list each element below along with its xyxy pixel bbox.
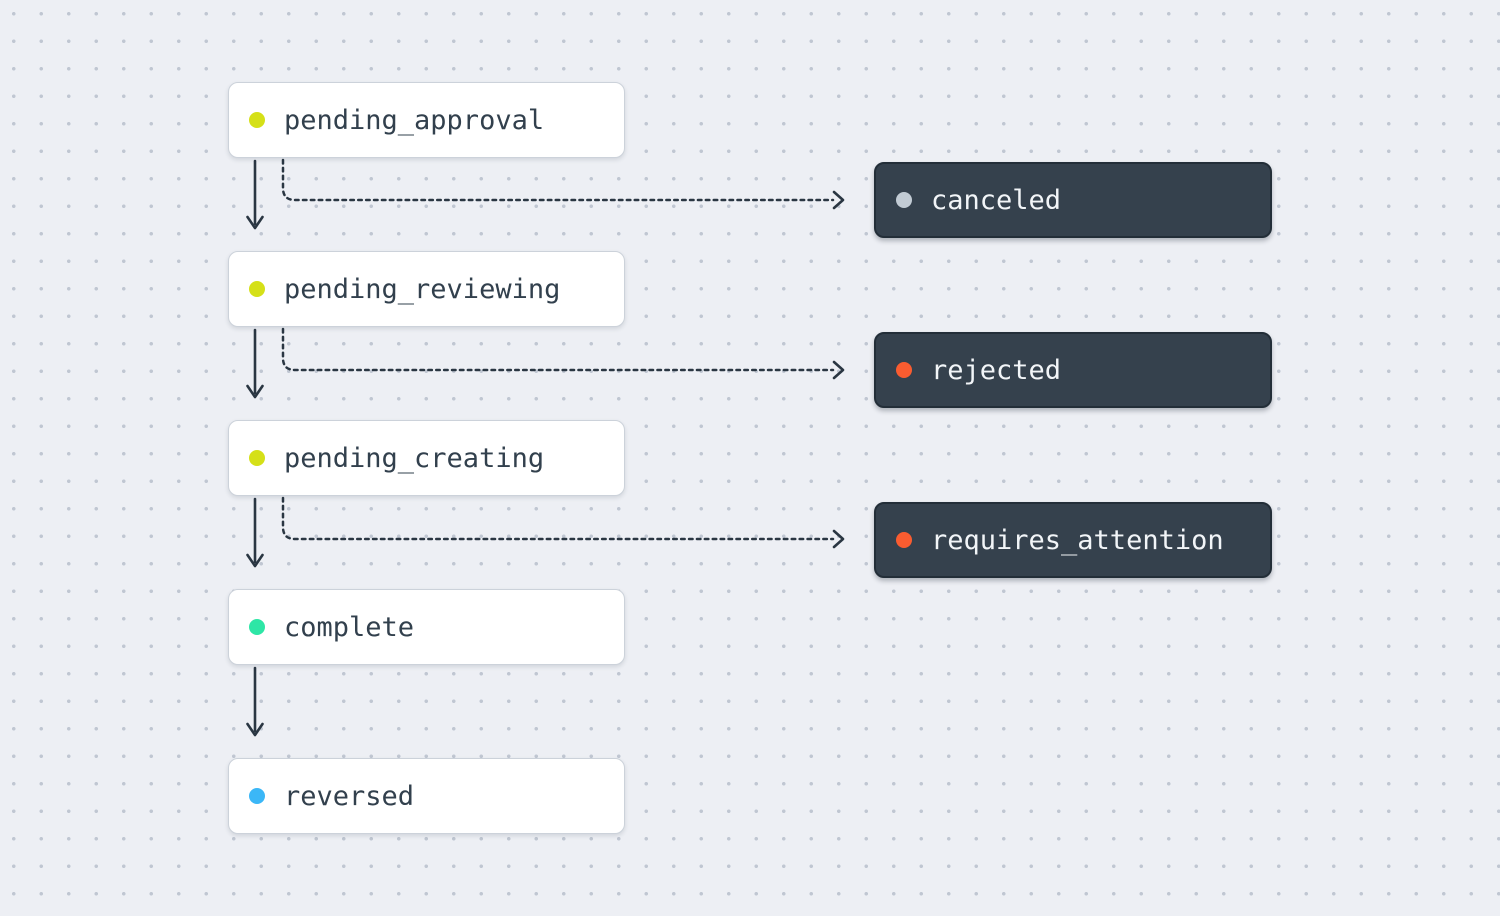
status-dot-icon (896, 362, 912, 378)
status-dot-icon (896, 192, 912, 208)
state-node-pending-creating[interactable]: pending_creating (228, 420, 625, 496)
state-label: reversed (284, 780, 415, 812)
status-dot-icon (249, 112, 265, 128)
state-node-complete[interactable]: complete (228, 589, 625, 665)
state-label: requires_attention (931, 524, 1224, 556)
state-label: pending_reviewing (284, 273, 561, 305)
state-label: rejected (931, 354, 1062, 386)
state-label: canceled (931, 184, 1062, 216)
status-dot-icon (249, 281, 265, 297)
state-node-pending-reviewing[interactable]: pending_reviewing (228, 251, 625, 327)
state-label: complete (284, 611, 415, 643)
state-node-reversed[interactable]: reversed (228, 758, 625, 834)
status-dot-icon (249, 788, 265, 804)
state-node-pending-approval[interactable]: pending_approval (228, 82, 625, 158)
state-label: pending_approval (284, 104, 545, 136)
edge-pending-approval-to-canceled (281, 158, 845, 210)
edge-pending-reviewing-to-pending-creating (246, 328, 264, 399)
edge-pending-approval-to-pending-reviewing (246, 159, 264, 230)
edge-pending-reviewing-to-rejected (281, 327, 845, 380)
edge-pending-creating-to-requires-attention (281, 496, 845, 549)
state-node-rejected[interactable]: rejected (874, 332, 1272, 408)
status-dot-icon (896, 532, 912, 548)
edge-complete-to-reversed (246, 666, 264, 737)
status-dot-icon (249, 450, 265, 466)
state-label: pending_creating (284, 442, 545, 474)
state-node-requires-attention[interactable]: requires_attention (874, 502, 1272, 578)
edge-pending-creating-to-complete (246, 497, 264, 568)
status-dot-icon (249, 619, 265, 635)
state-node-canceled[interactable]: canceled (874, 162, 1272, 238)
